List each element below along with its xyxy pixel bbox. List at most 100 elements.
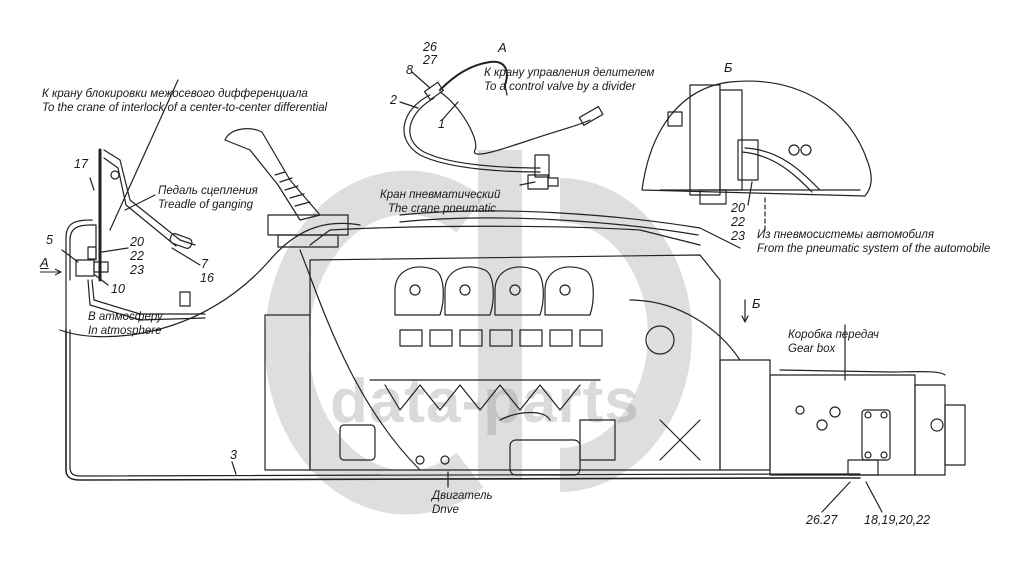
injector-3: [459, 329, 483, 347]
head-bolt-1: [409, 284, 421, 296]
a-marker: [40, 268, 63, 276]
leader-26-27: [821, 481, 851, 513]
leader-2: [399, 101, 419, 109]
injector-2: [429, 329, 453, 347]
label-crane-pneumatic-en: The crane pneumatic: [388, 203, 497, 215]
clutch-pedal-assembly: [98, 79, 196, 282]
gb-hole-1: [795, 405, 805, 415]
starter-solenoid: [579, 419, 616, 461]
cover-bolt-2: [880, 411, 888, 419]
watermark-p-arc: [559, 178, 692, 492]
callout-1: 1: [438, 117, 445, 131]
hose-3: [65, 329, 861, 481]
injector-7: [579, 329, 603, 347]
crane-pneumatic-outlet: [547, 177, 559, 187]
view-b-valve: [737, 139, 759, 181]
hose-2-inner: [409, 97, 541, 169]
label-clutch-pedal-en: Treadle of ganging: [158, 199, 254, 211]
view-a-hose-assembly: [403, 60, 604, 190]
starter-pipe: [499, 411, 551, 421]
leader-divider: [504, 84, 508, 96]
view-b-square-fitting: [667, 111, 683, 127]
injector-5: [519, 329, 543, 347]
view-a-title: А: [498, 40, 507, 55]
cylinder-head-4: [544, 266, 594, 316]
atmosphere-fitting: [179, 291, 191, 307]
label-crane-pneumatic-ru: Кран пневматический: [380, 189, 501, 201]
watermark-text: data-parts: [330, 367, 640, 436]
valve-loop-hose: [69, 224, 97, 281]
leader-treadle: [124, 194, 156, 211]
callout-7: 7: [201, 257, 208, 271]
callout-26-27: 26.27: [806, 513, 838, 527]
label-clutch-pedal-ru: Педаль сцепления: [158, 185, 258, 197]
gb-hole-3: [816, 419, 828, 431]
watermark-d-arc: [264, 170, 484, 515]
head-bolt-4: [559, 284, 571, 296]
atmosphere-line-inner: [91, 279, 206, 315]
view-b-bolt-2: [800, 144, 812, 156]
divider-valve-18: [847, 459, 879, 476]
injector-row: [399, 329, 603, 347]
hose-1: [439, 91, 591, 155]
fitting-8: [423, 81, 445, 101]
callout-22-right: 22: [731, 215, 745, 229]
leader-18-22: [865, 481, 883, 513]
view-b-bolt-1: [788, 144, 800, 156]
leader-crane: [519, 181, 536, 186]
head-bolt-3: [509, 284, 521, 296]
gear-box-pipe: [779, 369, 946, 376]
callout-20-left: 20: [130, 235, 144, 249]
exhaust-manifold: [384, 384, 581, 411]
label-atmosphere-ru: В атмосферу: [88, 311, 163, 323]
leader-5: [61, 249, 79, 263]
pedal-pivot: [110, 170, 120, 180]
injector-1: [399, 329, 423, 347]
view-b-title: Б: [724, 60, 733, 75]
engine-block: [264, 210, 741, 476]
view-b-hose-inner: [741, 151, 813, 193]
callout-18-19-20-22: 18,19,20,22: [864, 513, 931, 527]
gear-box: [719, 324, 966, 513]
engine-hole-1: [415, 455, 425, 465]
leader-interlock: [109, 79, 179, 231]
label-gear-box-en: Gear box: [788, 343, 836, 355]
callout-26: 26: [423, 40, 437, 54]
label-pneumatic-system-en: From the pneumatic system of the automob…: [757, 243, 991, 255]
engine-x-brace: [659, 419, 701, 461]
view-b-bracket: [689, 84, 721, 196]
fitting-1-end: [578, 105, 604, 126]
valve-10-fitting: [93, 261, 109, 273]
view-b-outline: [641, 80, 872, 197]
cover-bolt-1: [864, 411, 872, 419]
clutch-pedal: [103, 149, 196, 246]
label-engine-en: Dnve: [432, 504, 459, 516]
turbocharger: [645, 325, 675, 355]
label-interlock-en: To the crane of interlock of a center-to…: [42, 102, 328, 114]
leader-1: [441, 101, 459, 121]
b-marker-arrowhead: [741, 315, 749, 323]
valve-5: [75, 259, 95, 277]
gb-hole-2: [829, 406, 841, 418]
valve-loop-hose-outer: [65, 219, 93, 331]
injector-4: [489, 329, 513, 347]
cylinder-head-2: [444, 266, 494, 316]
label-control-valve-ru: К крану управления делителем: [484, 67, 655, 79]
leader-22a: [101, 247, 129, 253]
leader-7-16: [171, 247, 201, 266]
shift-boot-folds: [274, 171, 311, 207]
engine-flywheel-housing: [264, 314, 311, 471]
engine-body: [309, 254, 721, 471]
cover-bolt-4: [880, 451, 888, 459]
intake-manifold: [309, 225, 701, 246]
callout-5: 5: [46, 233, 53, 247]
valve-group-5-10: [61, 177, 206, 331]
air-pipe-top: [399, 210, 741, 249]
callout-16: 16: [200, 271, 214, 285]
pedal-pad: [169, 233, 193, 249]
gear-box-output-flange: [944, 404, 966, 466]
cover-bolt-3: [864, 451, 872, 459]
head-bolt-2: [459, 284, 471, 296]
